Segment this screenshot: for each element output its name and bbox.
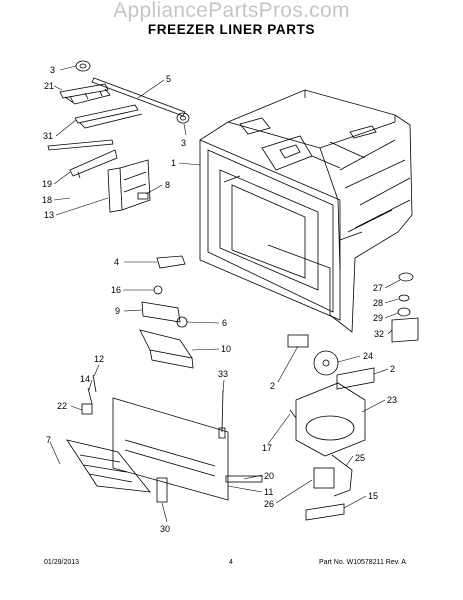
callout-31: 31 [43,131,53,141]
fan-part-24 [313,350,339,376]
callout-numbers: 3 21 5 3 31 1 19 18 8 13 4 16 9 6 10 27 … [42,65,397,534]
callout-3-right: 3 [181,138,186,148]
callout-10: 10 [221,344,231,354]
callout-21: 21 [44,81,54,91]
callout-3-top: 3 [50,65,55,75]
part-22 [81,403,93,415]
slide-part-21 [59,83,111,105]
callout-9: 9 [115,306,120,316]
callout-19: 19 [42,179,52,189]
cap-part-3-top [75,60,91,72]
part-30 [156,477,168,503]
part-16 [153,285,163,295]
screw-part-14 [87,387,93,405]
part-10 [139,329,194,369]
callout-28: 28 [373,298,383,308]
screw-part-12 [92,374,97,393]
cap-part-3-right [176,112,190,124]
part-33 [218,389,226,439]
motor-part-26 [313,467,335,489]
callout-5: 5 [166,74,171,84]
callout-20: 20 [264,471,274,481]
part-32 [391,317,419,343]
callout-2-right: 2 [390,364,395,374]
callout-12: 12 [94,354,104,364]
grille-part-7 [66,439,151,493]
leader-lines [49,65,401,523]
part-4 [156,255,186,269]
pad-part-2-left [287,334,309,348]
callout-4: 4 [114,257,119,267]
rail-part-19 [47,139,118,179]
pad-part-2-right [336,367,375,390]
clip-part-8 [137,192,149,200]
housing-part-23 [295,382,366,457]
bracket-part-13 [107,159,151,213]
shroud-part-25 [331,454,353,497]
callout-25: 25 [355,453,365,463]
callout-14: 14 [80,374,90,384]
callout-22: 22 [57,401,67,411]
callout-7: 7 [46,435,51,445]
callout-6: 6 [222,318,227,328]
callout-8: 8 [165,180,170,190]
callout-17: 17 [262,443,272,453]
part-9 [141,301,181,323]
part-20 [225,475,263,483]
page-title: FREEZER LINER PARTS [147,22,316,37]
callout-13: 13 [44,210,54,220]
callout-18: 18 [42,195,52,205]
slide-part-31 [74,104,143,129]
footer-page: 4 [229,559,233,566]
callout-33: 33 [218,369,228,379]
callout-32: 32 [374,329,384,339]
callout-26: 26 [264,499,274,509]
freezer-liner [199,89,413,333]
callout-30: 30 [160,524,170,534]
bracket-part-15 [305,503,345,521]
panel-part-11 [112,397,229,501]
watermark: AppliancePartsPros.com [113,0,350,22]
callout-29: 29 [373,313,383,323]
callout-23: 23 [387,395,397,405]
footer-date: 01/29/2013 [44,559,80,566]
callout-24: 24 [363,351,373,361]
callout-16: 16 [111,285,121,295]
footer-part-number: Part No. W10578211 Rev. A [319,559,406,566]
part-29 [397,307,411,317]
rail-part-5 [91,77,186,117]
screw-part-17 [289,409,297,419]
callout-15: 15 [368,491,378,501]
callout-27: 27 [373,283,383,293]
part-28 [398,294,410,302]
callout-1: 1 [171,158,176,168]
part-27 [398,272,414,282]
callout-11: 11 [264,487,273,497]
callout-2-left: 2 [270,381,275,391]
